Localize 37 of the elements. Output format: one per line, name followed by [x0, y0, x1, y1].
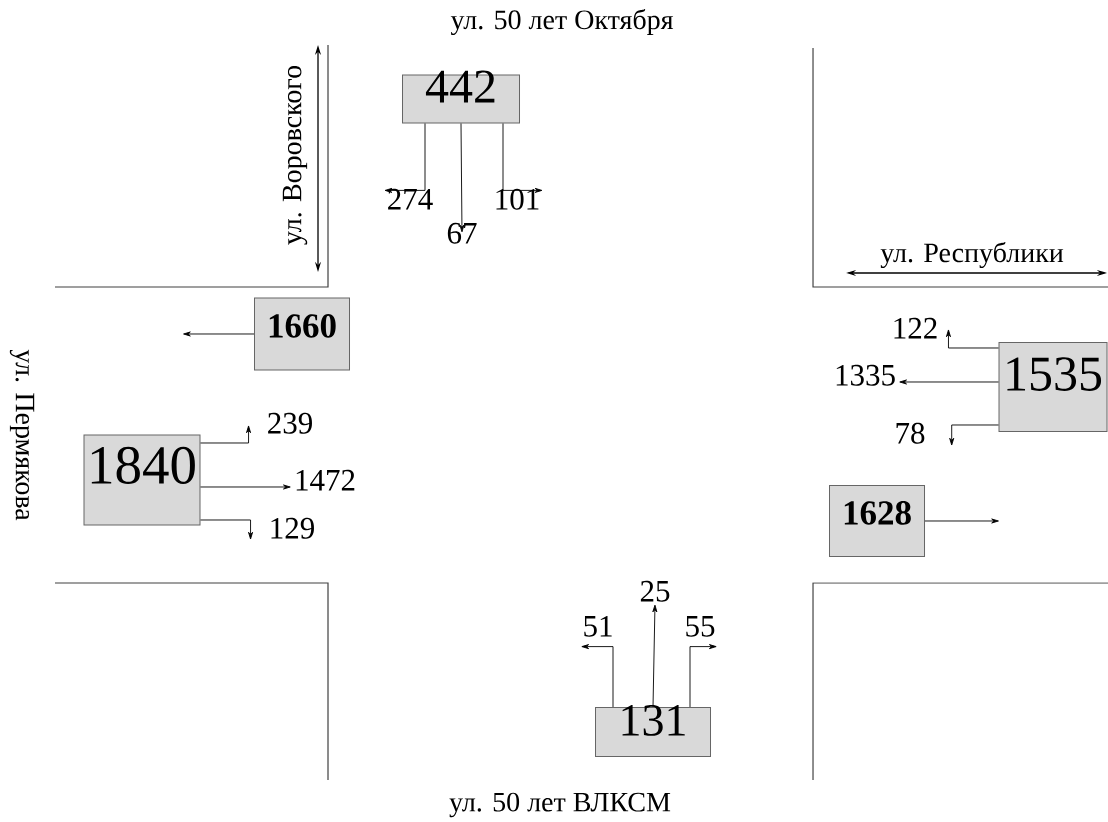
arrow — [924, 518, 999, 524]
arrow — [949, 424, 999, 446]
count-box: 1628 — [829, 485, 925, 557]
arrow — [945, 329, 999, 349]
street-name: ул. Пермякова — [9, 349, 35, 521]
traffic-count: 129 — [271, 517, 314, 539]
traffic-count: 51 — [584, 615, 612, 637]
arrow — [689, 644, 717, 708]
count-box: 131 — [595, 704, 711, 757]
traffic-count: 78 — [896, 422, 925, 444]
street-name: ул. 50 лет ВЛКСМ — [449, 792, 671, 818]
street-name: ул. Республики — [880, 241, 1064, 269]
street-name: ул. 50 лет Октября — [450, 8, 674, 36]
arrow — [200, 484, 291, 490]
arrow — [384, 123, 426, 193]
arrow — [581, 644, 614, 708]
traffic-count: 101 — [496, 188, 539, 210]
traffic-count: 25 — [640, 580, 670, 602]
traffic-count: 1335 — [836, 364, 895, 386]
traffic-count: 274 — [388, 188, 433, 210]
count-box: 442 — [402, 70, 520, 124]
traffic-count: 122 — [894, 317, 937, 339]
count-box: 1840 — [83, 434, 201, 526]
arrow — [899, 379, 999, 385]
arrow — [652, 604, 658, 708]
street-name: ул. Воровского — [282, 65, 308, 245]
traffic-count: 239 — [268, 412, 312, 434]
traffic-count: 67 — [447, 222, 477, 244]
traffic-count: 1472 — [296, 469, 355, 491]
traffic-count: 55 — [686, 616, 715, 637]
arrow — [183, 331, 255, 337]
arrow — [200, 519, 254, 540]
arrow — [459, 123, 465, 233]
count-box: 1660 — [254, 297, 350, 371]
arrow — [502, 123, 543, 193]
count-box: 1535 — [998, 342, 1108, 432]
arrow — [200, 425, 252, 444]
